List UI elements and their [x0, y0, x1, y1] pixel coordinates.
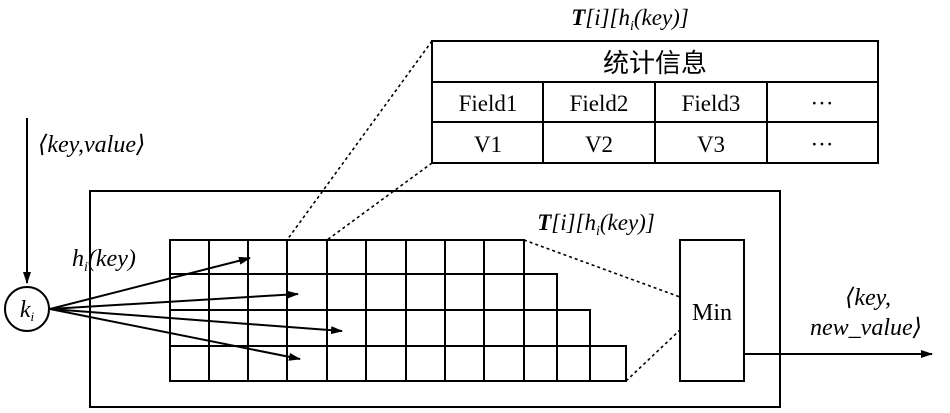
min-connector-bottom — [625, 329, 681, 382]
sketch-cell-label: T[i][hi(key)] — [537, 210, 655, 239]
hash-arrow-row-2 — [49, 290, 299, 310]
field-1-label: Field1 — [459, 91, 518, 116]
min-box — [679, 239, 745, 382]
grid-row-4 — [169, 345, 627, 382]
hash-arrow-row-3 — [49, 308, 343, 335]
field-3-label: Field3 — [682, 91, 741, 116]
field-more-label: ··· — [811, 91, 834, 116]
value-1-label: V1 — [474, 132, 502, 157]
grid-row-2 — [169, 273, 558, 311]
input-pair-label: ⟨key,value⟩ — [38, 132, 145, 158]
key-node — [4, 286, 50, 332]
sketch-container — [89, 190, 781, 408]
output-label-line2: new_value⟩ — [810, 315, 922, 341]
hash-arrow-row-1 — [49, 256, 251, 310]
zoom-line-left — [286, 40, 433, 241]
value-3-label: V3 — [697, 132, 725, 157]
detail-table-title: T[i][hi(key)] — [571, 5, 689, 34]
hash-function-label: hi(key) — [72, 246, 136, 275]
hash-arrow-row-4 — [49, 308, 301, 361]
output-label-line1: ⟨key, — [845, 285, 891, 311]
field-2-label: Field2 — [570, 91, 629, 116]
grid-row-3 — [169, 309, 591, 347]
min-label: Min — [692, 300, 732, 326]
key-node-label: ki — [20, 297, 35, 324]
min-connector-top — [523, 239, 681, 298]
value-more-label: ··· — [811, 132, 834, 157]
detail-table: 统计信息 Field1 Field2 Field3 ··· V1 V2 V3 ·… — [431, 40, 879, 164]
value-2-label: V2 — [585, 132, 613, 157]
stats-header: 统计信息 — [603, 49, 707, 79]
zoom-line-right — [326, 162, 433, 241]
grid-row-1 — [169, 239, 525, 275]
